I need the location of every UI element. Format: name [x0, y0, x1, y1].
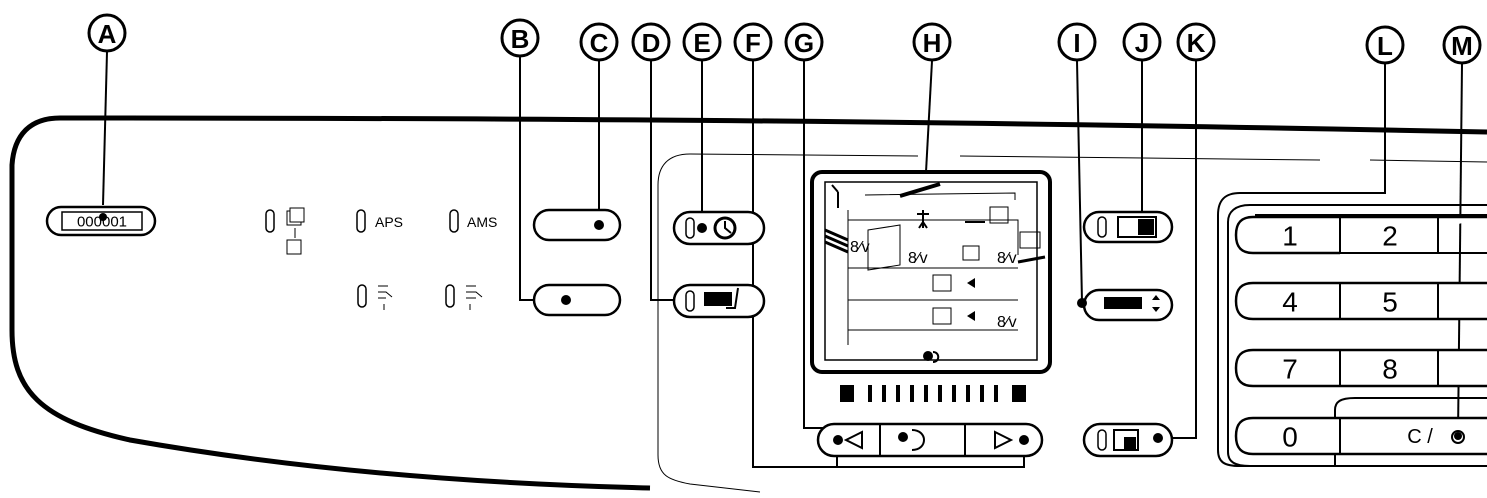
callout-a: A — [87, 13, 127, 53]
tray-icon — [962, 245, 980, 261]
svg-text:C: C — [590, 28, 609, 58]
callout-m: M — [1442, 25, 1482, 65]
inner-panel-outline — [657, 153, 1487, 493]
clear-stop-key[interactable]: C / — [1407, 426, 1465, 448]
ams-label: AMS — [467, 214, 497, 230]
callout-labels: A B C D E F G H I J K L M — [87, 13, 1482, 65]
paper-select-button[interactable] — [1077, 288, 1174, 322]
numeric-keypad: 1 2 4 5 7 8 0 — [1227, 204, 1487, 467]
svg-text:0: 0 — [1282, 422, 1298, 453]
svg-text:H: H — [923, 28, 942, 58]
svg-text:C /: C / — [1407, 426, 1433, 448]
key-8[interactable]: 8 — [1382, 350, 1439, 386]
image-mode-button[interactable] — [1082, 210, 1174, 244]
svg-text:M: M — [1451, 31, 1473, 61]
waste-toner-icon — [989, 206, 1009, 224]
reset-button[interactable] — [1082, 422, 1174, 458]
svg-text:A: A — [98, 19, 117, 49]
svg-text:1: 1 — [1282, 221, 1298, 252]
key-4[interactable]: 4 — [1234, 281, 1487, 321]
svg-text:J: J — [1135, 28, 1149, 58]
indicators: APS AMS — [265, 207, 497, 310]
copy-counter: 000001 — [45, 205, 157, 237]
duplex-lamp — [265, 209, 275, 233]
paper-select-icon — [1104, 297, 1142, 309]
paper-jam-icon — [917, 210, 929, 229]
callout-i: I — [1057, 22, 1097, 62]
lighter-button[interactable] — [833, 430, 863, 450]
svg-text:B: B — [511, 24, 530, 54]
darker-button[interactable] — [994, 430, 1029, 450]
svg-text:I: I — [1073, 28, 1080, 58]
upper-mode-button[interactable] — [532, 208, 622, 242]
callout-g: G — [784, 22, 824, 62]
tray-1-arrow-icon — [967, 278, 975, 288]
leader-lines — [102, 51, 1487, 468]
staple-sort-lamp — [445, 284, 455, 308]
key-7[interactable]: 7 — [1234, 348, 1487, 388]
panel-outline — [9, 115, 1487, 491]
svg-text:8: 8 — [1382, 354, 1398, 385]
key-1[interactable]: 1 — [1234, 215, 1487, 255]
callout-l: L — [1365, 25, 1405, 65]
reset-icon — [1113, 429, 1139, 451]
machine-diagram — [824, 182, 1046, 345]
svg-text:5: 5 — [1382, 287, 1398, 318]
callout-c: C — [579, 22, 619, 62]
timer-icon — [713, 216, 737, 240]
svg-text:L: L — [1377, 31, 1393, 61]
status-display: 8⁄v 8⁄v 8⁄v 8⁄v — [810, 170, 1052, 374]
counter-value: 000001 — [77, 214, 127, 231]
svg-text:F: F — [745, 28, 761, 58]
sort-lamp — [357, 284, 367, 308]
callout-j: J — [1122, 22, 1162, 62]
jam-code-2: 8⁄v — [908, 250, 928, 267]
callout-h: H — [912, 22, 952, 62]
tray-2-arrow-icon — [967, 311, 975, 321]
callout-d: D — [631, 22, 671, 62]
tray-1-icon — [932, 274, 952, 292]
aps-label: APS — [375, 214, 403, 230]
key-2[interactable]: 2 — [1340, 216, 1487, 254]
tray-2-icon — [932, 307, 952, 325]
key-0[interactable]: 0 — [1234, 416, 1487, 456]
density-buttons — [816, 422, 1044, 458]
key-5[interactable]: 5 — [1382, 283, 1439, 319]
callout-e: E — [682, 22, 722, 62]
jam-code-4: 8⁄v — [997, 314, 1017, 331]
density-scale — [840, 385, 1026, 402]
jam-code-3: 8⁄v — [997, 250, 1017, 267]
svg-text:D: D — [642, 28, 661, 58]
lighter-arrow-icon — [843, 430, 863, 450]
duplex-icon — [286, 207, 305, 255]
wrench-icon — [831, 184, 839, 208]
svg-text:K: K — [1187, 28, 1206, 58]
sort-icon — [378, 285, 393, 310]
ams-lamp — [449, 209, 459, 233]
svg-text:2: 2 — [1382, 221, 1398, 252]
callout-k: K — [1176, 22, 1216, 62]
stop-icon — [1451, 430, 1465, 444]
auto-exposure-button-icon — [911, 429, 925, 451]
callout-f: F — [733, 22, 773, 62]
svg-text:G: G — [794, 28, 814, 58]
auto-exposure-icon — [923, 351, 940, 363]
svg-text:7: 7 — [1282, 354, 1298, 385]
jam-code-1: 8⁄v — [850, 239, 870, 256]
staple-sort-icon — [466, 285, 483, 310]
timer-button[interactable] — [672, 210, 766, 246]
interrupt-icon — [704, 287, 739, 309]
darker-arrow-icon — [994, 430, 1014, 450]
auto-exposure-button[interactable] — [898, 429, 925, 451]
aps-lamp — [356, 209, 366, 233]
svg-text:E: E — [693, 28, 710, 58]
svg-text:4: 4 — [1282, 287, 1298, 318]
sort-mode-button[interactable] — [532, 283, 622, 317]
interrupt-button[interactable] — [672, 283, 766, 319]
callout-b: B — [500, 18, 540, 58]
